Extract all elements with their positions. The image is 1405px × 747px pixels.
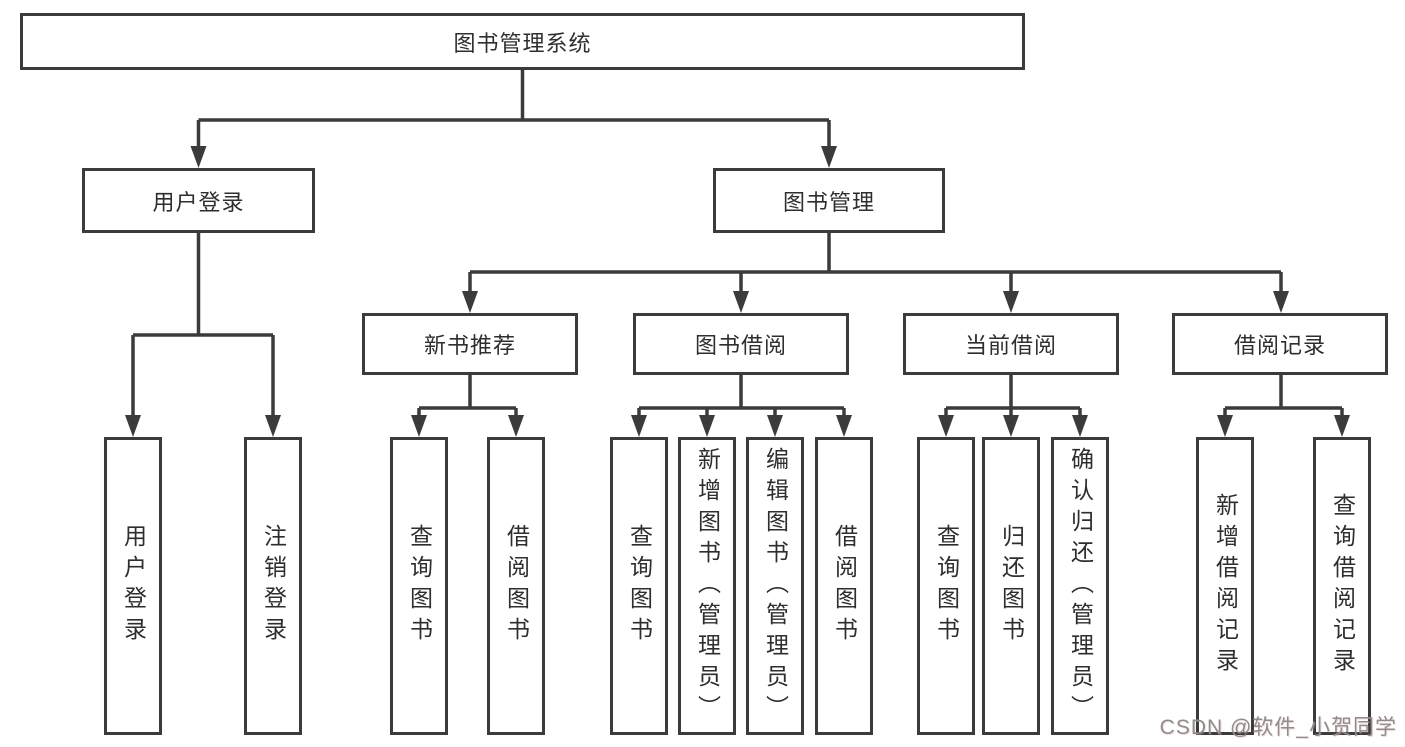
- node-new-book-recommend-label: 新书推荐: [423, 333, 516, 358]
- arrowheads: [125, 146, 1350, 437]
- node-add-borrow-record-label: 新增借阅记录: [1212, 493, 1239, 679]
- node-logout-label: 注销登录: [260, 524, 287, 648]
- node-borrow-book-recommend: 借阅图书: [487, 437, 545, 735]
- node-borrow-records-label: 借阅记录: [1233, 333, 1326, 358]
- node-return-book: 归还图书: [982, 437, 1040, 735]
- node-book-management-label: 图书管理: [782, 189, 875, 215]
- node-user-login-leaf: 用户登录: [104, 437, 162, 735]
- node-current-borrow-label: 当前借阅: [964, 333, 1057, 358]
- node-book-borrow: 图书借阅: [633, 313, 849, 375]
- node-new-book-recommend: 新书推荐: [362, 313, 578, 375]
- node-add-borrow-record: 新增借阅记录: [1196, 437, 1254, 735]
- node-search-book-current: 查询图书: [917, 437, 975, 735]
- node-borrow-book-leaf-label: 借阅图书: [831, 524, 858, 648]
- node-search-book-recommend-label: 查询图书: [406, 524, 433, 648]
- node-library-system: 图书管理系统: [20, 13, 1025, 70]
- node-borrow-book-leaf: 借阅图书: [815, 437, 873, 735]
- node-borrow-records: 借阅记录: [1172, 313, 1388, 375]
- node-confirm-return-admin: 确认归还（管理员）: [1051, 437, 1109, 735]
- node-search-book-recommend: 查询图书: [390, 437, 448, 735]
- node-user-login-branch-label: 用户登录: [152, 189, 245, 215]
- node-search-borrow-record-label: 查询借阅记录: [1329, 493, 1356, 679]
- node-logout: 注销登录: [244, 437, 302, 735]
- node-return-book-label: 归还图书: [998, 524, 1025, 648]
- node-user-login-leaf-label: 用户登录: [120, 524, 147, 648]
- node-book-management: 图书管理: [713, 168, 945, 233]
- node-add-book-admin: 新增图书（管理员）: [678, 437, 736, 735]
- node-edit-book-admin: 编辑图书（管理员）: [746, 437, 804, 735]
- node-search-book-borrow-label: 查询图书: [626, 524, 653, 648]
- csdn-watermark: CSDN @软件_小贺同学: [1159, 716, 1397, 739]
- node-confirm-return-admin-label: 确认归还（管理员）: [1067, 446, 1094, 726]
- node-add-book-admin-label: 新增图书（管理员）: [694, 446, 721, 726]
- node-book-borrow-label: 图书借阅: [694, 333, 787, 358]
- node-search-borrow-record: 查询借阅记录: [1313, 437, 1371, 735]
- node-edit-book-admin-label: 编辑图书（管理员）: [762, 446, 789, 726]
- node-search-book-current-label: 查询图书: [933, 524, 960, 648]
- node-user-login-branch: 用户登录: [82, 168, 315, 233]
- node-current-borrow: 当前借阅: [903, 313, 1119, 375]
- node-library-system-label: 图书管理系统: [453, 30, 592, 56]
- node-borrow-book-recommend-label: 借阅图书: [503, 524, 530, 648]
- node-search-book-borrow: 查询图书: [610, 437, 668, 735]
